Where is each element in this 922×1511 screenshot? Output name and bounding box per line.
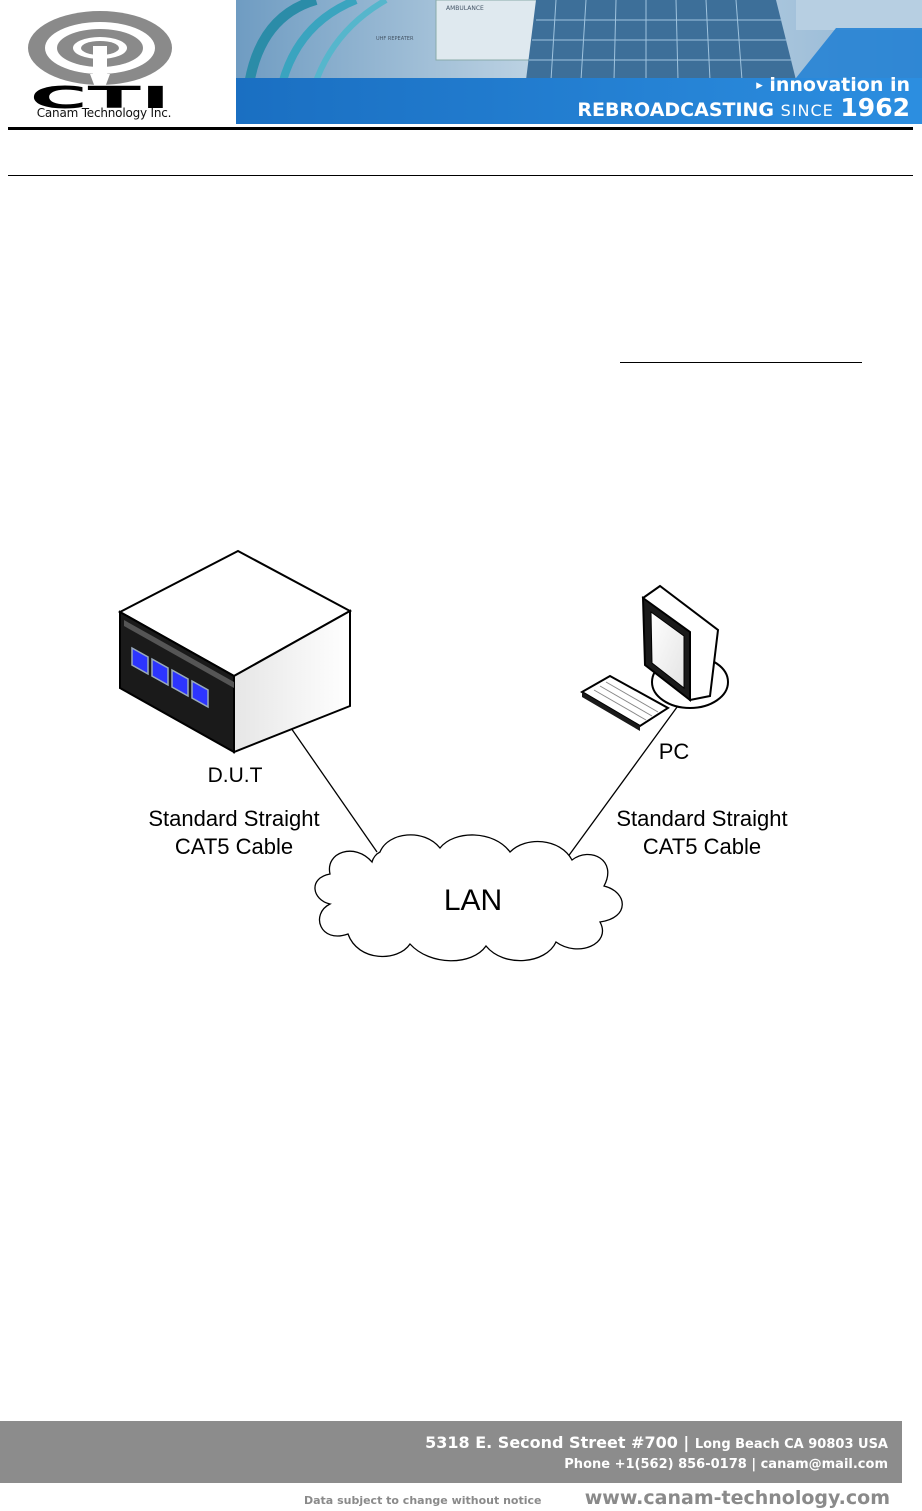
lan-cloud-icon [314,834,623,962]
banner-image: AMBULANCE UHF REPEATER [236,0,922,124]
right-cable-line1: Standard Straight [616,806,788,831]
footer-notice: Data subject to change without notice [304,1494,542,1507]
address-city: Long Beach CA 90803 USA [694,1437,888,1452]
banner-tagline: ▸ innovation in REBROADCASTING SINCE 196… [577,74,910,122]
left-cable-line2: CAT5 Cable [174,834,294,859]
address-street: 5318 E. Second Street #700 | [425,1433,690,1452]
left-cable-line1: Standard Straight [148,806,320,831]
company-name: Canam Technology Inc. [36,106,172,120]
footer-address: 5318 E. Second Street #700 | Long Beach … [425,1433,888,1475]
footer-bar [0,1421,902,1483]
lan-label: LAN [443,884,503,917]
network-diagram [117,549,729,962]
tagline-line1: innovation in [769,74,910,96]
cable-left [290,727,378,853]
tagline-word: REBROADCASTING [577,99,775,121]
hyperlink-underline[interactable] [620,362,862,363]
left-cable-label: Standard Straight CAT5 Cable [118,805,350,861]
right-cable-label: Standard Straight CAT5 Cable [586,805,818,861]
footer-contact: Phone +1(562) 856-0178 | canam@mail.com [564,1457,888,1472]
cable-right [566,702,681,859]
server-icon [117,549,353,754]
header-rule [8,127,913,130]
triangle-icon: ▸ [756,78,763,93]
pc-icon [580,584,729,731]
section-rule [8,175,913,176]
svg-text:AMBULANCE: AMBULANCE [446,5,484,12]
header-banner: AMBULANCE UHF REPEATER ▸ innovation in R… [236,0,922,124]
svg-text:UHF REPEATER: UHF REPEATER [376,36,414,42]
tagline-year: 1962 [840,93,910,122]
right-cable-line2: CAT5 Cable [642,834,762,859]
pc-label: PC [658,739,690,764]
footer-website-link[interactable]: www.canam-technology.com [584,1487,890,1509]
logo-text: CTI [30,81,170,116]
cti-logo: CTI [28,11,172,116]
tagline-since: SINCE [780,101,834,120]
dut-label: D.U.T [207,764,263,787]
